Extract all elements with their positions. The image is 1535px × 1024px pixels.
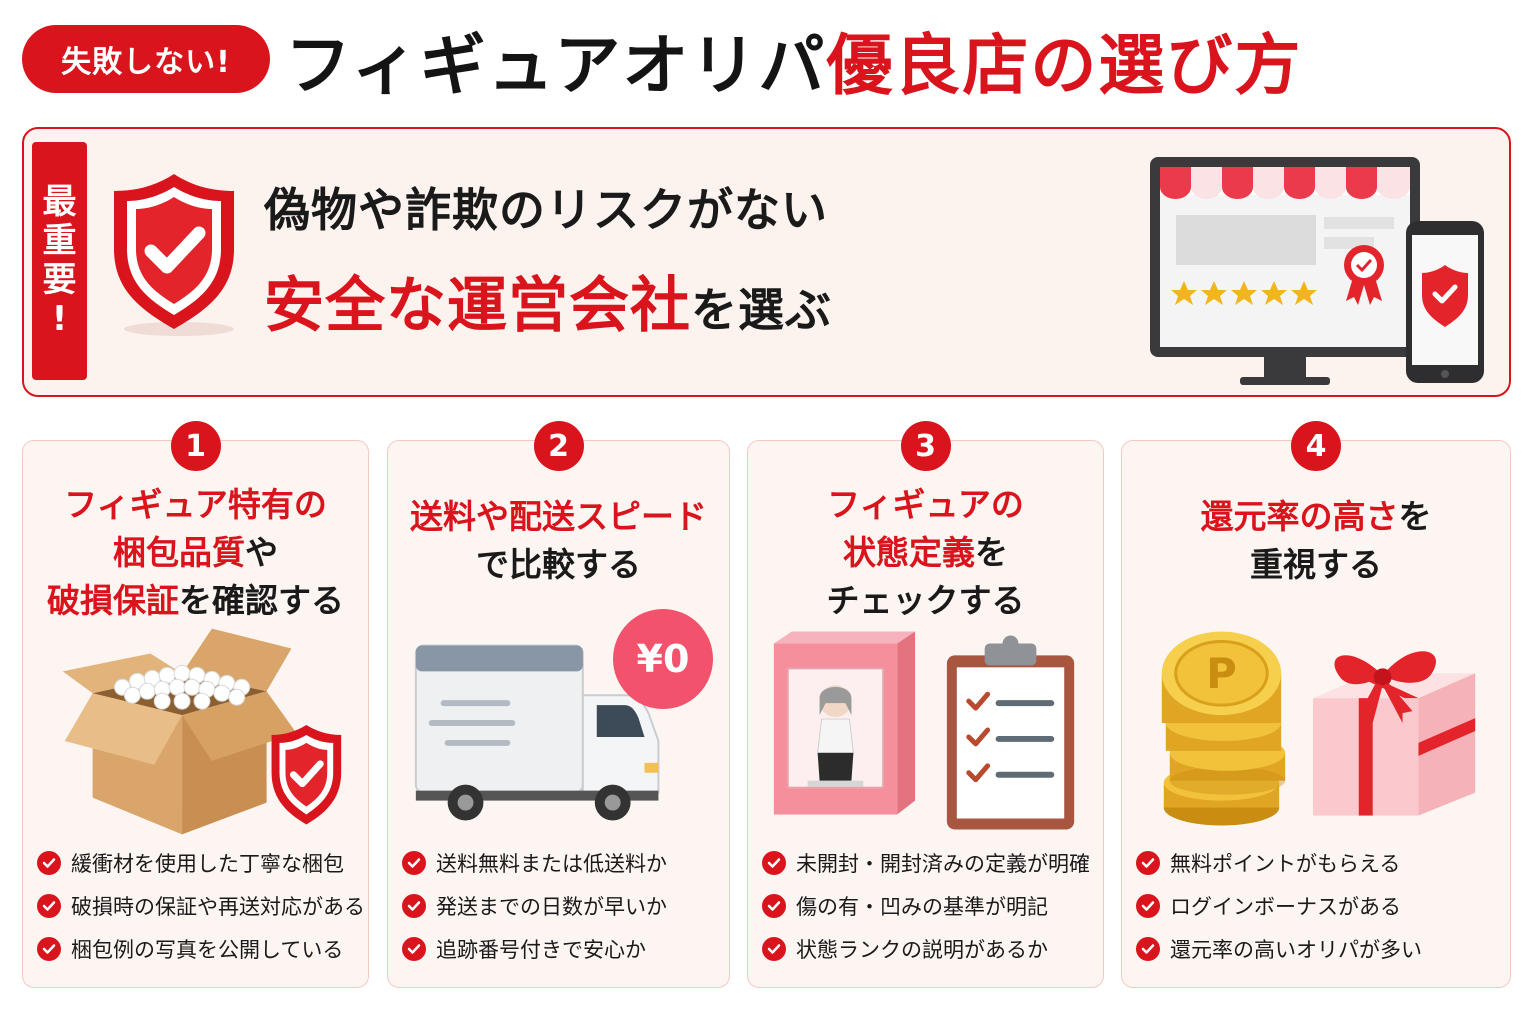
heading-text: や xyxy=(245,533,278,572)
cardboard-box-icon xyxy=(62,628,342,835)
heading-text: フィギュアの xyxy=(827,485,1024,524)
check-icon xyxy=(762,850,786,875)
checklist: 無料ポイントがもらえる ログインボーナスがある 還元率の高いオリパが多い xyxy=(1136,841,1504,970)
checklist: 送料無料または低送料か 発送までの日数が早いか 追跡番号付きで安心か xyxy=(402,841,723,970)
heading-text: 状態定義 xyxy=(843,533,975,572)
priority-label: 最 重 要 ! xyxy=(32,142,87,380)
top-line-2: 安全な運営会社を選ぶ xyxy=(264,257,832,344)
step-number: 3 xyxy=(900,421,951,471)
priority-label-char: ! xyxy=(51,299,68,340)
heading-text: を確認する xyxy=(179,581,344,620)
checklist: 緩衝材を使用した丁寧な梱包 破損時の保証や再送対応がある 梱包例の写真を公開して… xyxy=(37,841,365,970)
heading-text: を xyxy=(975,533,1008,572)
check-icon xyxy=(762,936,786,961)
header-badge: 失敗しない! xyxy=(22,25,270,93)
list-item: 還元率の高いオリパが多い xyxy=(1136,927,1504,970)
heading-text: 梱包品質 xyxy=(113,533,245,572)
check-icon xyxy=(1136,850,1160,875)
priority-label-char: 要 xyxy=(42,260,77,300)
step-number: 2 xyxy=(533,421,584,471)
card-heading: フィギュアの 状態定義を チェックする xyxy=(748,481,1103,625)
heading-text: 還元率の高さ xyxy=(1200,497,1399,536)
card-return-rate: 4 還元率の高さを 重視する P xyxy=(1121,421,1511,988)
heading-text: 破損保証 xyxy=(47,581,179,620)
step-number: 1 xyxy=(170,421,221,471)
check-icon xyxy=(402,893,426,918)
top-line-1: 偽物や詐欺のリスクがない xyxy=(264,183,828,237)
heading-text: 送料や配送スピード xyxy=(410,497,707,536)
card-heading: フィギュア特有の 梱包品質や 破損保証を確認する xyxy=(23,481,368,625)
heading-text: を xyxy=(1398,497,1432,536)
list-item-text: 無料ポイントがもらえる xyxy=(1170,851,1401,876)
figure-box-clipboard-icon xyxy=(773,631,1075,830)
list-item-text: ログインボーナスがある xyxy=(1170,894,1401,919)
list-item: 梱包例の写真を公開している xyxy=(37,927,362,970)
priority-label-char: 最 xyxy=(42,181,77,222)
list-item: 傷の有・凹みの基準が明記 xyxy=(762,884,1097,927)
card-condition: 3 フィギュアの 状態定義を チェックする 未開封・開 xyxy=(747,421,1104,988)
online-store-device-icon xyxy=(1150,157,1484,385)
list-item-text: 梱包例の写真を公開している xyxy=(71,937,344,962)
check-icon xyxy=(1136,936,1160,961)
card-packaging: 1 フィギュア特有の 梱包品質や 破損保証を確認する 緩衝材を使用した丁寧な梱包 xyxy=(22,421,369,988)
shield-check-icon xyxy=(114,174,234,336)
check-icon xyxy=(402,850,426,875)
top-priority-box: 最 重 要 ! 偽物や詐欺のリスクがない 安全な運営会社を選ぶ xyxy=(22,127,1511,397)
list-item: 追跡番号付きで安心か xyxy=(402,927,723,970)
list-item-text: 緩衝材を使用した丁寧な梱包 xyxy=(71,851,344,876)
header: 失敗しない! フィギュアオリパ優良店の選び方 xyxy=(0,0,1535,120)
top-line-2-black: を選ぶ xyxy=(691,283,832,337)
card-heading: 還元率の高さを 重視する xyxy=(1122,493,1510,589)
list-item: ログインボーナスがある xyxy=(1136,884,1504,927)
price-label: ¥0 xyxy=(636,637,690,681)
title-red-part: 優良店の選び方 xyxy=(826,27,1303,104)
coins-gift-icon: P xyxy=(1161,631,1476,826)
page-title: フィギュアオリパ優良店の選び方 xyxy=(285,14,1302,106)
check-icon xyxy=(37,893,61,918)
step-number: 4 xyxy=(1291,421,1341,471)
card-shipping: 2 送料や配送スピード で比較する ¥0 送料無料または低送料か 発送までの日数… xyxy=(387,421,730,988)
list-item-text: 破損時の保証や再送対応がある xyxy=(71,894,365,919)
check-icon xyxy=(762,893,786,918)
list-item: 送料無料または低送料か xyxy=(402,841,723,884)
list-item: 発送までの日数が早いか xyxy=(402,884,723,927)
list-item: 破損時の保証や再送対応がある xyxy=(37,884,365,927)
check-icon xyxy=(402,936,426,961)
list-item-text: 送料無料または低送料か xyxy=(436,851,667,876)
check-icon xyxy=(1136,893,1160,918)
heading-text: フィギュア特有の xyxy=(64,485,327,524)
priority-label-char: 重 xyxy=(42,220,77,261)
list-item-text: 発送までの日数が早いか xyxy=(436,894,667,919)
delivery-truck-icon xyxy=(414,644,660,821)
title-black-part: フィギュアオリパ xyxy=(285,27,827,104)
list-item: 無料ポイントがもらえる xyxy=(1136,841,1504,884)
list-item: 状態ランクの説明があるか xyxy=(762,927,1097,970)
list-item-text: 追跡番号付きで安心か xyxy=(436,937,646,962)
list-item-text: 未開封・開封済みの定義が明確 xyxy=(796,851,1090,876)
list-item-text: 還元率の高いオリパが多い xyxy=(1170,937,1422,962)
coin-letter: P xyxy=(1206,649,1237,698)
check-icon xyxy=(37,936,61,961)
list-item: 緩衝材を使用した丁寧な梱包 xyxy=(37,841,362,884)
list-item: 未開封・開封済みの定義が明確 xyxy=(762,841,1097,884)
heading-text: 重視する xyxy=(1250,545,1382,584)
top-line-2-red: 安全な運営会社 xyxy=(264,271,691,341)
heading-text: チェックする xyxy=(826,581,1025,620)
heading-text: で比較する xyxy=(476,545,641,584)
checklist: 未開封・開封済みの定義が明確 傷の有・凹みの基準が明記 状態ランクの説明があるか xyxy=(762,841,1097,970)
free-shipping-badge: ¥0 xyxy=(613,609,713,709)
check-icon xyxy=(37,850,61,875)
list-item-text: 傷の有・凹みの基準が明記 xyxy=(796,894,1048,919)
list-item-text: 状態ランクの説明があるか xyxy=(796,937,1048,962)
card-heading: 送料や配送スピード で比較する xyxy=(388,493,729,589)
